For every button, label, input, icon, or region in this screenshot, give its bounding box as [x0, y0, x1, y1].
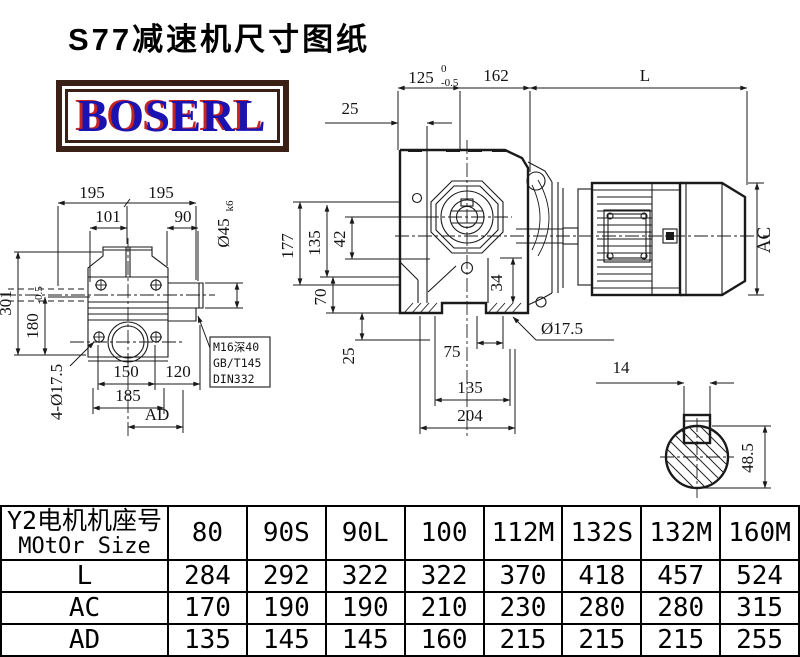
col-header-90s: 90S: [245, 505, 327, 561]
motor-fins: [597, 196, 652, 282]
dim-42: 42: [330, 231, 349, 248]
col-header-90l: 90L: [324, 505, 406, 561]
dim-120: 120: [165, 362, 191, 381]
dim-195-right: 195: [148, 183, 174, 202]
side-view-drawing: 125 0 -0.5 162 L 25 177 135 42 70 25 34 …: [278, 63, 775, 438]
dim-135-bottom: 135: [457, 378, 483, 397]
col-header-112m: 112M: [482, 505, 564, 561]
dim-204: 204: [457, 406, 483, 425]
dim-90: 90: [175, 207, 192, 226]
dim-125-upper-tol: 0: [441, 63, 447, 75]
dim-301: 301: [0, 290, 15, 316]
foot-hole: [535, 296, 547, 308]
row-label-L: L: [0, 559, 169, 593]
thread-note-line1: M16深40: [213, 340, 259, 354]
bolt-holes: [93, 279, 162, 343]
dim-180: 180: [23, 313, 42, 339]
gearbox-housing-outline: [398, 148, 530, 315]
dim-195-left: 195: [79, 183, 105, 202]
dim-shaft-height: 48.5: [738, 443, 757, 473]
dim-25-top: 25: [342, 99, 359, 118]
front-bolt-hole: [411, 192, 423, 204]
table-row-L: L 284 292 322 322 370 418 457 524: [0, 559, 800, 593]
table-row-AC: AC 170 190 190 210 230 280 280 315: [0, 591, 800, 625]
boserl-logo: BOSERL: [56, 80, 289, 152]
thread-note-line2: GB/T145: [213, 356, 261, 370]
dim-125-lower-tol: -0.5: [441, 77, 459, 89]
dim-shaft-fit: k6: [224, 200, 236, 212]
boserl-logo-inner-frame: BOSERL: [65, 89, 280, 143]
dim-34: 34: [487, 274, 506, 292]
page-title: S77减速机尺寸图纸: [68, 22, 371, 57]
table-header-row: Y2电机机座号 MOtOr Size 80 90S 90L 100 112M 1…: [0, 505, 800, 561]
boserl-logo-text: BOSERL: [78, 91, 267, 141]
dim-L: L: [640, 66, 650, 85]
dim-150: 150: [113, 362, 139, 381]
col-header-132m: 132M: [640, 505, 722, 561]
motor-flange: [577, 188, 593, 286]
thread-note-line3: DIN332: [213, 372, 255, 386]
motor-rear-cap: [680, 181, 747, 297]
dim-135-left: 135: [305, 230, 324, 256]
dim-101: 101: [95, 207, 121, 226]
shaft-section-detail: 14 48.5: [596, 358, 771, 498]
row-label-AC: AC: [0, 591, 169, 625]
dim-180-tolerance: -0.5: [33, 286, 45, 304]
technical-drawing: 195 195 101 90 Ø45 k6 301 180 -0.5 4-Ø17…: [0, 63, 775, 498]
dim-185: 185: [115, 386, 141, 405]
dim-bolt-holes: 4-Ø17.5: [47, 364, 66, 420]
front-view-drawing: 195 195 101 90 Ø45 k6 301 180 -0.5 4-Ø17…: [0, 183, 271, 436]
dim-75: 75: [444, 342, 461, 361]
dim-125: 125: [408, 68, 434, 87]
dim-177: 177: [278, 233, 297, 259]
dim-shaft-diameter: Ø45: [214, 218, 233, 247]
lifting-lug: [526, 171, 546, 191]
thread-note: M16深40 GB/T145 DIN332: [197, 315, 271, 388]
row-label-AD: AD: [0, 623, 169, 657]
col-header-100: 100: [403, 505, 485, 561]
col-header-132s: 132S: [561, 505, 643, 561]
motor: [577, 181, 747, 297]
table-header-cn: Y2电机机座号: [6, 506, 163, 535]
dim-ad: AD: [145, 405, 170, 424]
table-row-AD: AD 135 145 145 160 215 215 215 255: [0, 623, 800, 657]
dim-AC: AC: [754, 227, 775, 253]
bell-housing: [516, 161, 579, 306]
col-header-160m: 160M: [719, 505, 800, 561]
dim-162: 162: [483, 66, 509, 85]
motor-size-table: Y2电机机座号 MOtOr Size 80 90S 90L 100 112M 1…: [0, 505, 800, 657]
dim-hole-diameter: Ø17.5: [541, 319, 583, 338]
output-shaft: [168, 282, 204, 322]
dim-70: 70: [311, 289, 330, 306]
table-header-en: MOtOr Size: [18, 534, 151, 559]
col-header-80: 80: [167, 505, 248, 561]
motor-body: [590, 181, 682, 297]
dim-25-left: 25: [339, 348, 358, 365]
dim-key-width: 14: [613, 358, 631, 377]
table-header-motor-size: Y2电机机座号 MOtOr Size: [0, 505, 169, 561]
foot-hatching: [403, 302, 522, 314]
